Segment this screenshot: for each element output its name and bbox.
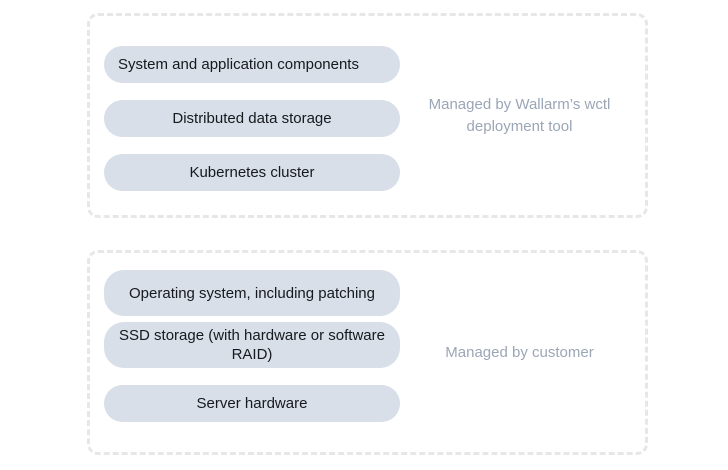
pill-label: SSD storage (with hardware or software R…	[119, 327, 385, 363]
group-managed-by-customer-items: Operating system, including patching SSD…	[90, 253, 404, 452]
group-managed-by-wallarm: System and application components Distri…	[87, 13, 648, 218]
pill-kubernetes-cluster: Kubernetes cluster	[104, 154, 400, 191]
group-managed-by-wallarm-items: System and application components Distri…	[90, 16, 404, 215]
group-managed-by-customer: Operating system, including patching SSD…	[87, 250, 648, 455]
group-managed-by-wallarm-caption: Managed by Wallarm’s wctl deployment too…	[428, 95, 611, 135]
pill-ssd-storage-with-hardware-or-software-raid: SSD storage (with hardware or software R…	[104, 322, 400, 368]
pill-server-hardware: Server hardware	[104, 385, 400, 422]
pill-label: Distributed data storage	[172, 110, 332, 127]
group-managed-by-customer-caption-wrap: Managed by customer	[404, 253, 645, 452]
pill-label: Server hardware	[196, 395, 308, 412]
pill-distributed-data-storage: Distributed data storage	[104, 100, 400, 137]
pill-system-and-application-components: System and application components	[104, 46, 400, 83]
group-managed-by-customer-caption: Managed by customer	[445, 343, 594, 361]
pill-label: System and application components	[118, 56, 359, 73]
pill-label: Operating system, including patching	[129, 284, 375, 302]
pill-operating-system-including-patching: Operating system, including patching	[104, 270, 400, 316]
pill-label: Kubernetes cluster	[189, 164, 315, 181]
group-managed-by-wallarm-caption-wrap: Managed by Wallarm’s wctl deployment too…	[404, 16, 645, 215]
